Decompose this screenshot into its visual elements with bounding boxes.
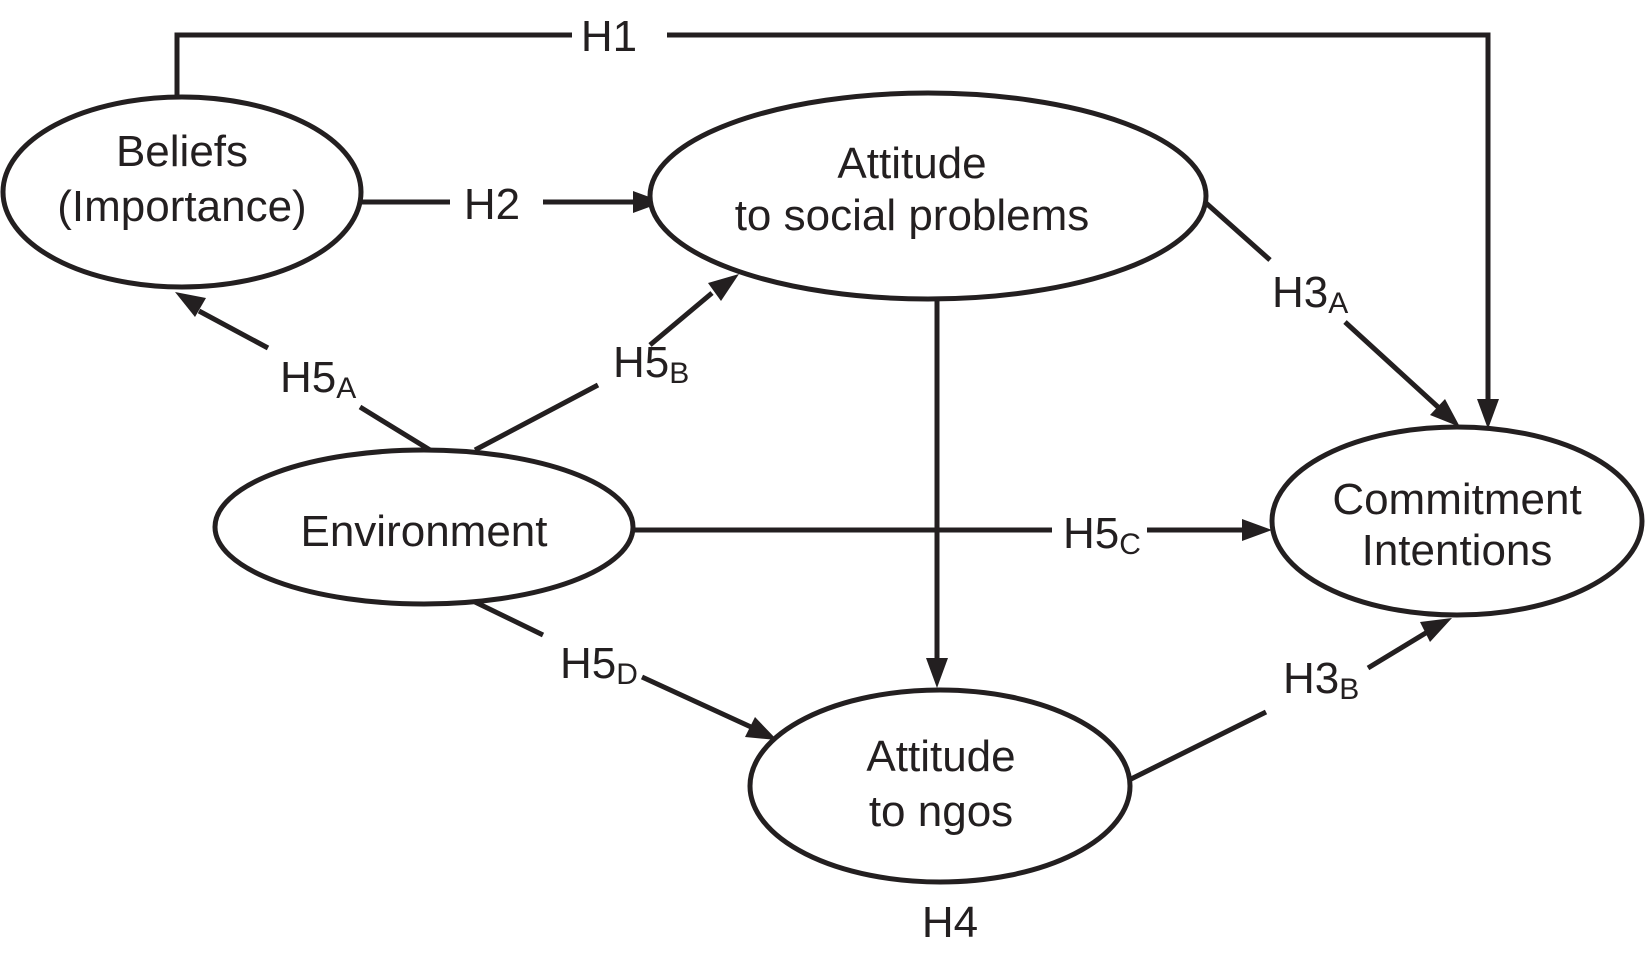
edge-h3a-arrowhead xyxy=(1430,399,1460,427)
node-attitude-social-problems: Attitude to social problems xyxy=(647,90,1209,302)
node-attitude-ngos-label-line2: to ngos xyxy=(869,787,1013,836)
edge-h5c-label: H5C xyxy=(1063,509,1141,561)
edge-h3a: H3A xyxy=(1204,201,1460,427)
edge-h5b-label: H5B xyxy=(613,338,689,390)
node-beliefs-ellipse xyxy=(0,94,364,290)
node-attitude-ngos: Attitude to ngos xyxy=(747,687,1133,885)
node-commitment-intentions-label-line2: Intentions xyxy=(1362,526,1553,575)
edge-h5a-line-lower xyxy=(358,404,432,453)
edge-h4: H4 xyxy=(922,299,978,947)
node-attitude-ngos-ellipse xyxy=(747,687,1133,885)
node-attitude-social-problems-ellipse xyxy=(647,90,1209,302)
edge-h5d-line-lower xyxy=(640,674,753,730)
edge-h1-line-left xyxy=(174,32,572,97)
edge-h2: H2 xyxy=(361,180,663,229)
node-beliefs-label-line1: Beliefs xyxy=(116,127,248,176)
edge-h3b-label: H3B xyxy=(1283,654,1359,706)
node-environment-ellipse xyxy=(212,447,636,607)
node-environment-label: Environment xyxy=(300,507,547,556)
edge-h5b-arrowhead xyxy=(708,274,739,301)
node-beliefs-label-line2: (Importance) xyxy=(57,182,306,231)
edge-h5a-label: H5A xyxy=(280,353,356,405)
edge-h5d-arrowhead xyxy=(745,717,777,740)
node-attitude-social-problems-label-line1: Attitude xyxy=(837,139,986,188)
node-environment: Environment xyxy=(212,447,636,607)
edge-h5b: H5B xyxy=(473,274,739,453)
edge-h1: H1 xyxy=(174,12,1499,429)
edge-h5c: H5C xyxy=(633,509,1272,561)
node-attitude-ngos-label-line1: Attitude xyxy=(866,732,1015,781)
edge-h5d: H5D xyxy=(473,599,777,740)
edge-h3b-line-lower xyxy=(1127,709,1268,783)
node-commitment-intentions-label-line1: Commitment xyxy=(1332,475,1581,524)
edge-h5a-arrowhead xyxy=(175,292,206,317)
edge-h3b: H3B xyxy=(1127,618,1452,783)
edge-h1-arrowhead xyxy=(1477,399,1499,429)
edge-h3b-line-upper xyxy=(1366,628,1431,671)
edge-h1-line-right xyxy=(667,32,1491,401)
edge-h5a-line-upper xyxy=(197,308,270,351)
node-beliefs: Beliefs (Importance) xyxy=(0,94,364,290)
edge-h1-label: H1 xyxy=(581,12,637,61)
edge-h5b-line-lower xyxy=(473,382,600,453)
edge-h3a-label: H3A xyxy=(1272,268,1348,320)
node-commitment-intentions-ellipse xyxy=(1269,424,1645,618)
edge-h3b-arrowhead xyxy=(1420,618,1452,642)
edge-h5d-label: H5D xyxy=(560,639,638,691)
edge-h5d-line-upper xyxy=(473,599,545,638)
edge-h2-label: H2 xyxy=(464,180,520,229)
edge-h3a-line-lower xyxy=(1343,320,1440,409)
edge-h5c-arrowhead xyxy=(1242,519,1272,541)
edge-h3a-line-upper xyxy=(1204,201,1272,262)
edge-h4-label: H4 xyxy=(922,898,978,947)
node-commitment-intentions: Commitment Intentions xyxy=(1269,424,1645,618)
node-attitude-social-problems-label-line2: to social problems xyxy=(735,191,1090,240)
edge-h5b-line-upper xyxy=(648,291,714,347)
edge-h4-arrowhead xyxy=(926,658,948,688)
edge-h5a: H5A xyxy=(175,292,432,453)
